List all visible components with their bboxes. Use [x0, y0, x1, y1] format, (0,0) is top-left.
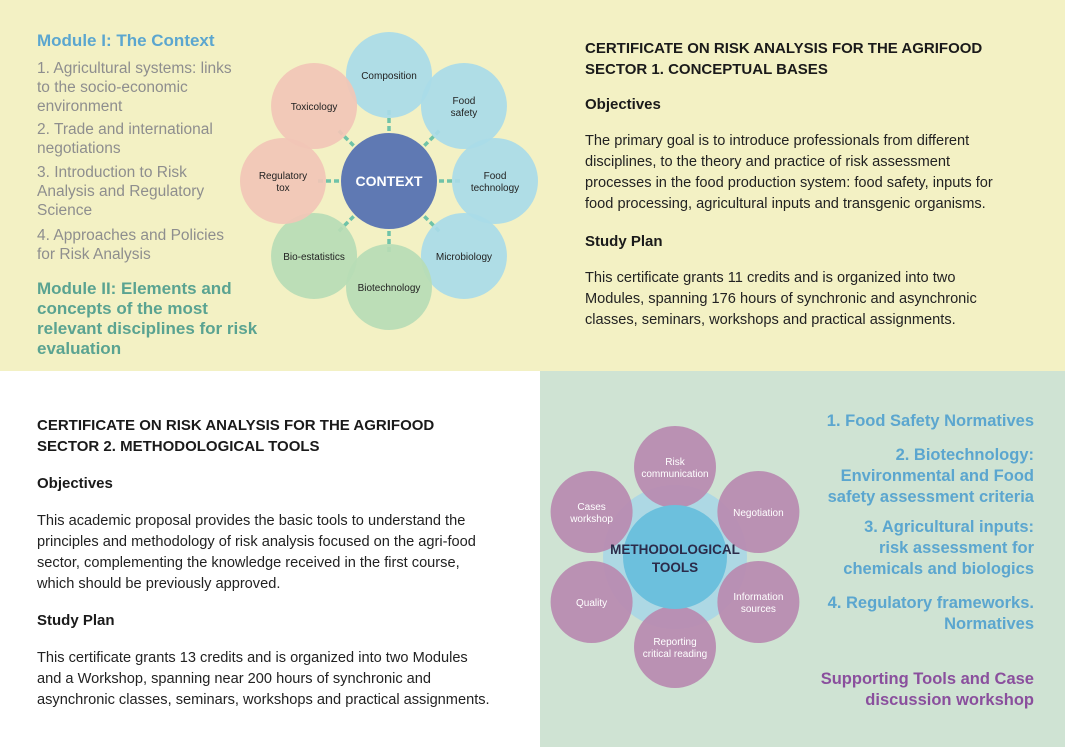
context-diagram: CompositionFoodsafetyFoodtechnologyMicro… — [240, 32, 538, 330]
methodological-center-label-line-2: TOOLS — [652, 560, 698, 575]
tools-item-4: 4. Regulatory frameworks. Normatives — [827, 594, 1034, 633]
context-node-label: Toxicology — [291, 102, 338, 113]
supporting-tools-label: Supporting Tools and Case discussion wor… — [820, 670, 1034, 709]
methodological-diagram: RiskcommunicationNegotiationInformations… — [550, 426, 800, 688]
context-node-label: Bio-estatistics — [283, 252, 345, 263]
module-2-title: Module II: Elements and concepts of the … — [37, 279, 258, 358]
context-center-circle — [341, 133, 437, 229]
context-node-label: Regulatory — [259, 171, 307, 182]
methodological-node-quality — [550, 561, 633, 643]
methodological-node-risk-communication — [634, 426, 716, 508]
context-node-regulatory-tox — [240, 138, 326, 224]
methodological-node-label: sources — [741, 604, 776, 615]
methodological-node-label: Reporting — [653, 637, 696, 648]
methodological-node-label: workshop — [569, 514, 613, 525]
certificate-1-study-plan-text: This certificate grants 11 credits and i… — [585, 270, 977, 328]
certificate-1-objectives-heading: Objectives — [585, 96, 661, 113]
methodological-node-label: communication — [641, 469, 708, 480]
context-node-microbiology — [420, 212, 507, 299]
context-node-label: Food — [453, 96, 476, 107]
context-node-label: Food — [484, 171, 507, 182]
methodological-node-reporting-critical-reading — [634, 606, 716, 688]
bottom-left-panel: CERTIFICATE ON RISK ANALYSIS FOR THE AGR… — [0, 371, 540, 747]
methodological-node-label: Cases — [577, 502, 605, 513]
certificate-2-objectives-heading: Objectives — [37, 475, 113, 492]
methodological-center-circle — [623, 505, 727, 609]
top-panel: Module I: The Context 1. Agricultural sy… — [0, 0, 1065, 371]
tools-item-3: 3. Agricultural inputs: risk assessment … — [843, 518, 1034, 578]
context-node-label: tox — [276, 183, 289, 194]
tools-item-1: 1. Food Safety Normatives — [826, 412, 1034, 430]
certificate-1-title: CERTIFICATE ON RISK ANALYSIS FOR THE AGR… — [585, 40, 983, 78]
module-1-title: Module I: The Context — [37, 31, 215, 50]
module-1-item-2: 2. Trade and international negotiations — [37, 121, 213, 157]
context-nodes: CompositionFoodsafetyFoodtechnologyMicro… — [240, 32, 538, 330]
module-1-item-1: 1. Agricultural systems: links to the so… — [37, 60, 232, 115]
context-center-label: CONTEXT — [356, 173, 423, 189]
context-node-composition — [346, 32, 432, 118]
methodological-node-cases-workshop — [550, 471, 633, 553]
certificate-2-study-plan-heading: Study Plan — [37, 612, 115, 629]
methodological-node-label: critical reading — [643, 649, 707, 660]
certificate-2-study-plan-text: This certificate grants 13 credits and i… — [37, 650, 490, 708]
certificate-2-title: CERTIFICATE ON RISK ANALYSIS FOR THE AGR… — [37, 417, 435, 455]
methodological-node-negotiation — [717, 471, 800, 553]
module-1-item-4: 4. Approaches and Policies for Risk Anal… — [37, 227, 224, 263]
context-node-label: Microbiology — [436, 252, 492, 263]
context-node-label: Biotechnology — [358, 283, 421, 294]
methodological-node-label: Risk — [665, 457, 685, 468]
methodological-center-label-line-1: METHODOLOGICAL — [610, 542, 740, 557]
certificate-1-objectives-text: The primary goal is to introduce profess… — [585, 133, 993, 212]
context-node-label: Composition — [361, 71, 417, 82]
methodological-node-information-sources — [717, 561, 800, 643]
certificate-2-objectives-text: This academic proposal provides the basi… — [37, 513, 476, 592]
context-node-biotechnology — [346, 244, 432, 330]
methodological-node-label: Information — [733, 592, 783, 603]
certificate-1-study-plan-heading: Study Plan — [585, 233, 663, 250]
context-node-label: safety — [451, 108, 478, 119]
module-1-item-3: 3. Introduction to Risk Analysis and Reg… — [37, 164, 205, 219]
context-node-toxicology — [271, 63, 358, 150]
context-node-food-technology — [452, 138, 538, 224]
methodological-node-label: Quality — [576, 598, 607, 609]
methodological-node-label: Negotiation — [733, 508, 784, 519]
context-node-food-safety — [420, 63, 507, 150]
tools-item-2: 2. Biotechnology: Environmental and Food… — [827, 446, 1034, 506]
methodological-nodes: RiskcommunicationNegotiationInformations… — [550, 426, 800, 688]
context-node-bio-estatistics — [271, 212, 358, 299]
context-node-label: technology — [471, 183, 519, 194]
